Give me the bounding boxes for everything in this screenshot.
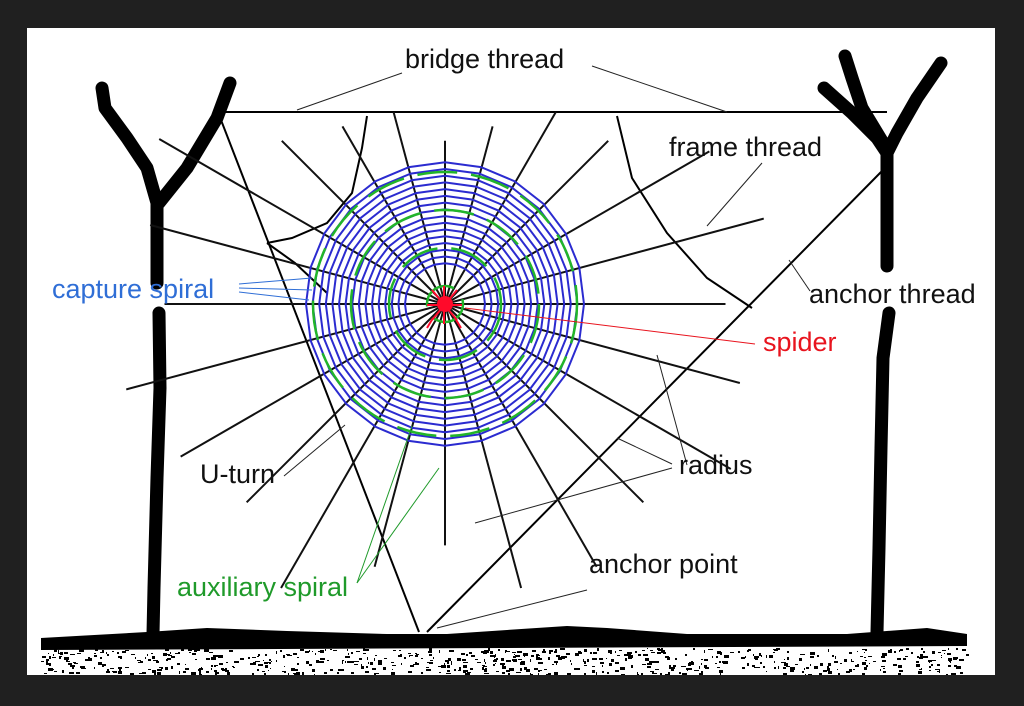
capture-spiral-ring bbox=[390, 248, 500, 360]
capture-spiral bbox=[304, 161, 585, 447]
radius-thread bbox=[444, 126, 494, 305]
auxiliary-spiral-pointers bbox=[356, 425, 440, 584]
capture-spiral-ring bbox=[304, 161, 585, 447]
diagram-canvas: bridge thread frame thread anchor thread… bbox=[27, 28, 995, 675]
auxiliary-spiral-ring bbox=[311, 170, 579, 438]
label-anchor-point: anchor point bbox=[589, 549, 738, 579]
radius-thread bbox=[444, 303, 523, 589]
capture-spiral-ring bbox=[337, 194, 552, 414]
spider-web-diagram: bridge thread frame thread anchor thread… bbox=[41, 44, 976, 675]
radius-thread bbox=[444, 303, 741, 384]
radius-thread bbox=[149, 224, 446, 305]
radius-thread bbox=[444, 111, 557, 305]
radius-thread bbox=[281, 140, 446, 305]
radius-thread bbox=[341, 125, 446, 305]
spider-pointer bbox=[464, 307, 756, 345]
radius-thread bbox=[158, 138, 446, 305]
label-spider: spider bbox=[763, 327, 837, 357]
label-capture-spiral: capture spiral bbox=[52, 274, 214, 304]
radius-thread bbox=[373, 303, 446, 567]
left-tree bbox=[95, 76, 237, 641]
structural-threads bbox=[220, 111, 887, 633]
capture-spiral-pointers bbox=[238, 277, 313, 301]
capture-spiral-ring bbox=[364, 221, 526, 387]
radius-thread bbox=[444, 303, 598, 568]
label-auxiliary-spiral: auxiliary spiral bbox=[177, 572, 348, 602]
radius-thread bbox=[392, 111, 446, 305]
capture-spiral-ring bbox=[403, 262, 486, 346]
ground-texture bbox=[41, 648, 969, 675]
capture-spiral-ring bbox=[397, 255, 493, 353]
capture-spiral-ring bbox=[318, 174, 572, 434]
right-tree bbox=[817, 49, 948, 639]
auxiliary-spiral-ring bbox=[387, 246, 503, 362]
capture-spiral-ring bbox=[331, 188, 559, 420]
capture-spiral-ring bbox=[377, 235, 513, 373]
capture-spiral-ring bbox=[357, 215, 533, 393]
label-frame-thread: frame thread bbox=[669, 132, 822, 162]
label-u-turn: U-turn bbox=[200, 459, 275, 489]
radius-thread bbox=[125, 303, 446, 391]
leader-lines bbox=[283, 65, 811, 629]
radius-thread bbox=[444, 150, 710, 305]
capture-spiral-ring bbox=[324, 181, 566, 427]
radius-thread bbox=[180, 303, 446, 458]
frame-thread-line bbox=[616, 115, 753, 309]
auxiliary-spiral-ring bbox=[349, 208, 541, 400]
radius-thread bbox=[444, 140, 609, 305]
capture-spiral-ring bbox=[344, 201, 546, 407]
spider bbox=[426, 286, 462, 329]
capture-spiral-ring bbox=[370, 228, 519, 380]
label-radius: radius bbox=[679, 450, 753, 480]
label-bridge-thread: bridge thread bbox=[405, 44, 564, 74]
anchor-thread-line bbox=[426, 170, 883, 633]
capture-spiral-ring bbox=[384, 241, 506, 367]
label-anchor-thread: anchor thread bbox=[809, 279, 976, 309]
ground bbox=[41, 626, 969, 675]
